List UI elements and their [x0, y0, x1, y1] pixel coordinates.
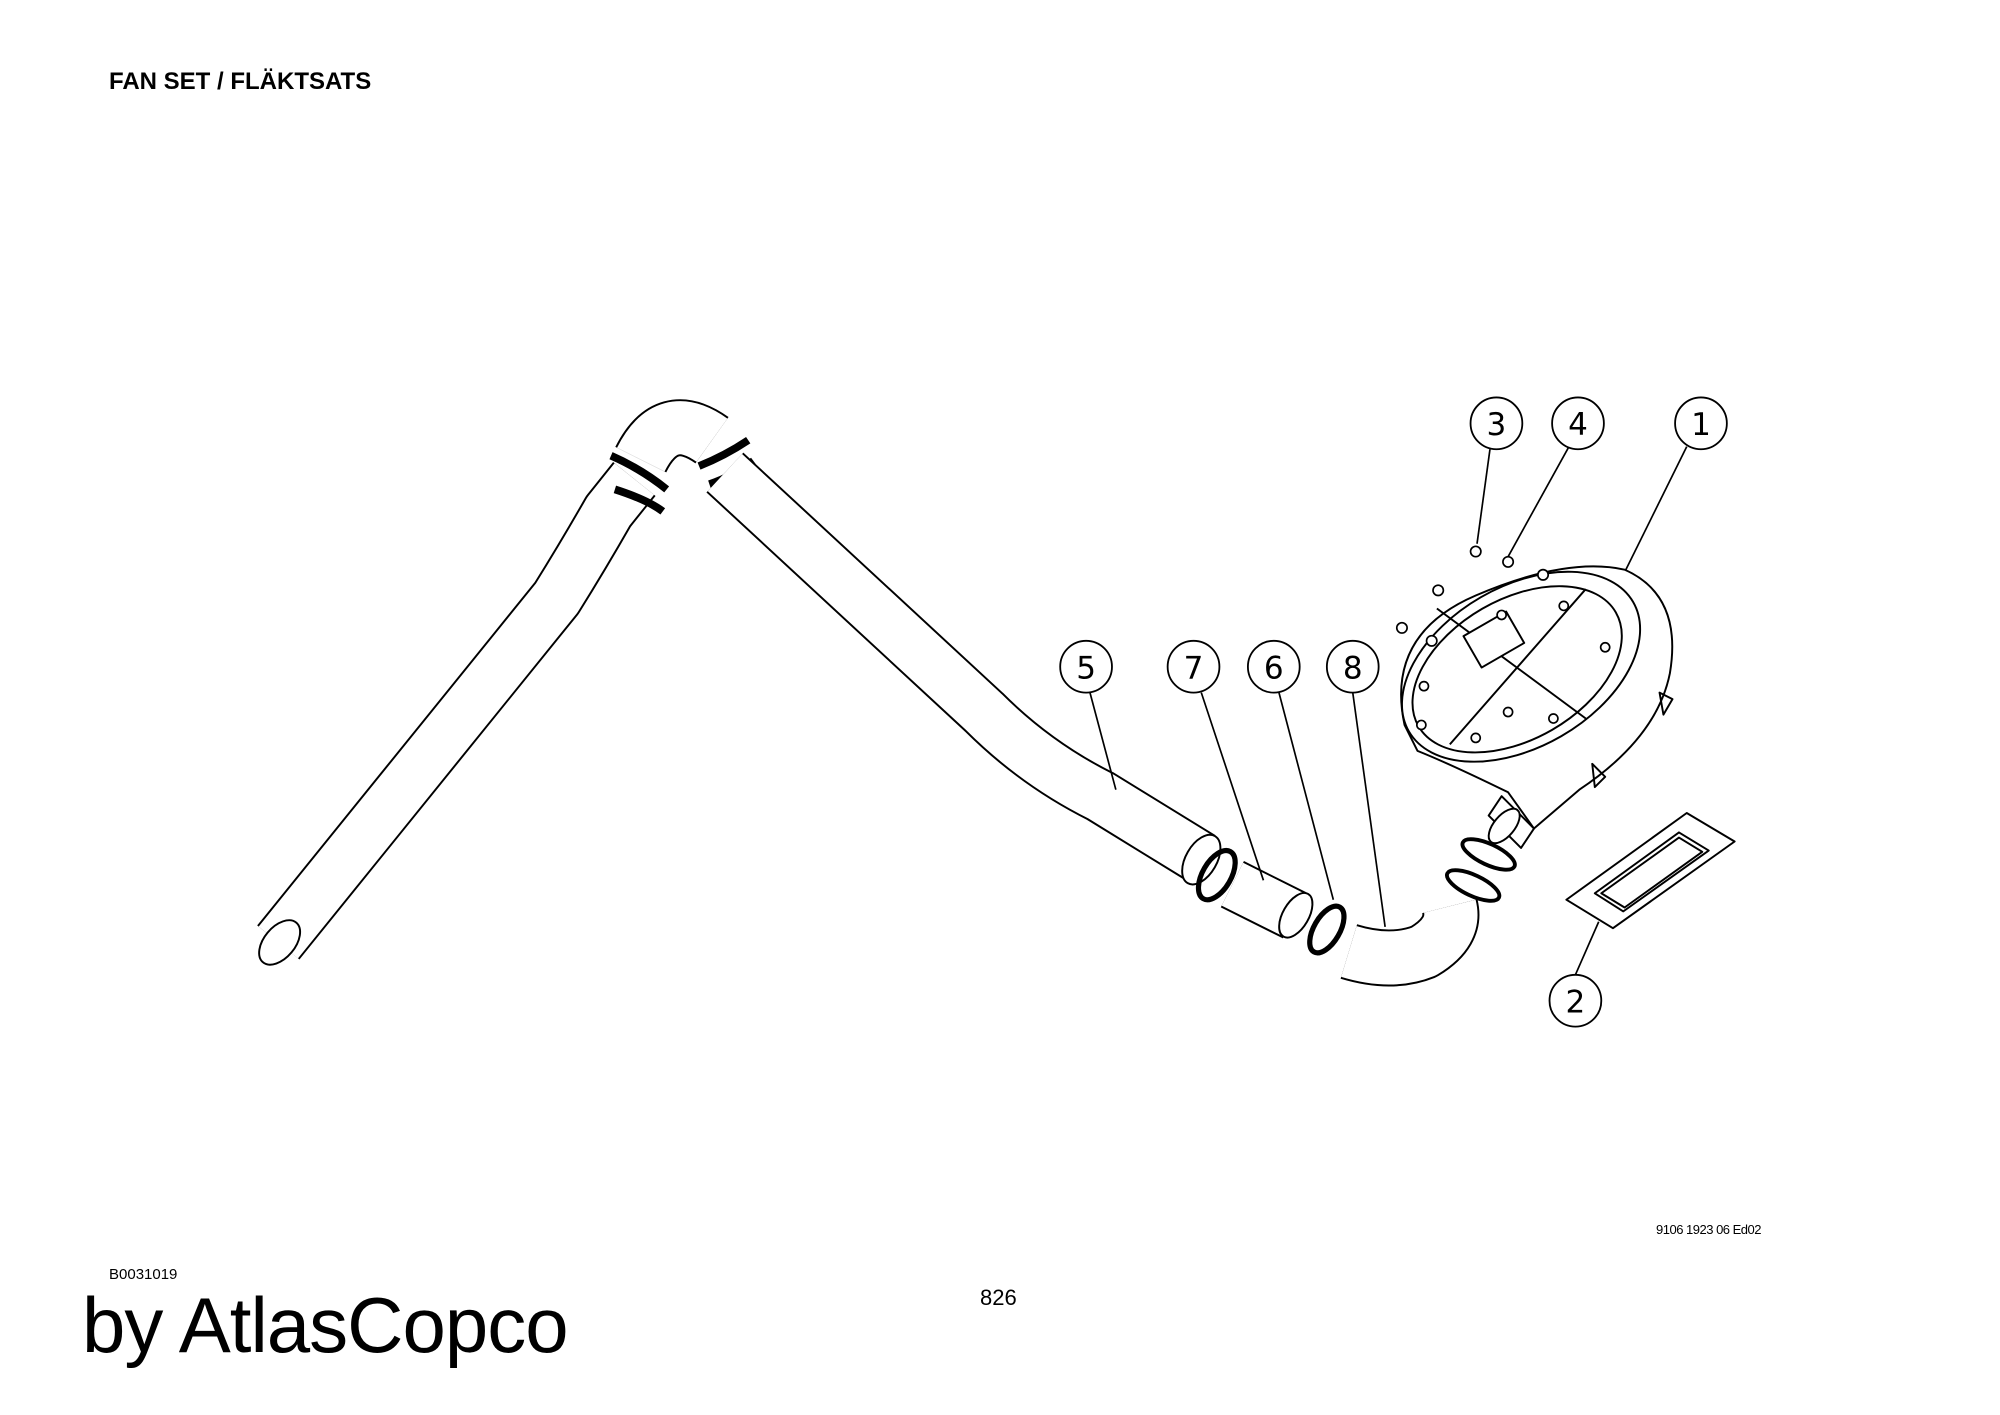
page-number: 826 — [980, 1285, 1017, 1310]
svg-text:1: 1 — [1691, 407, 1711, 443]
figure-id: B0031019 — [109, 1266, 178, 1283]
svg-text:2: 2 — [1566, 984, 1586, 1020]
bolts — [1395, 545, 1611, 744]
balloon-1: 1 — [1674, 396, 1728, 451]
hose-sleeve — [1220, 861, 1314, 939]
svg-text:8: 8 — [1343, 650, 1363, 686]
balloon-7: 7 — [1166, 639, 1221, 694]
hose-elbow — [1340, 899, 1480, 987]
balloon-4: 4 — [1551, 396, 1605, 451]
balloon-8: 8 — [1325, 639, 1380, 694]
hose-clamp — [1445, 868, 1502, 903]
hose-clamp — [1307, 903, 1347, 956]
svg-text:5: 5 — [1076, 650, 1096, 686]
pipe-left — [257, 462, 656, 966]
fan-housing — [1400, 565, 1674, 849]
page-title: FAN SET / FLÄKTSATS — [109, 68, 372, 95]
balloon-5: 5 — [1059, 639, 1113, 694]
hose-clamp — [1460, 837, 1517, 872]
svg-text:6: 6 — [1264, 650, 1284, 686]
hose-clamp — [1195, 847, 1238, 903]
brand-footer: by AtlasCopco — [82, 1281, 569, 1369]
gasket-plate — [1565, 812, 1736, 930]
document-number: 9106 1923 06 Ed02 — [1656, 1222, 1762, 1237]
svg-text:4: 4 — [1568, 407, 1588, 443]
pipe-right — [706, 452, 1222, 886]
pipe-elbow-top — [609, 399, 756, 515]
svg-text:3: 3 — [1487, 407, 1507, 443]
svg-text:7: 7 — [1184, 650, 1204, 686]
balloon-3: 3 — [1469, 396, 1524, 451]
leader-lines — [1089, 446, 1688, 976]
balloon-2: 2 — [1548, 973, 1603, 1028]
balloon-6: 6 — [1246, 639, 1301, 694]
